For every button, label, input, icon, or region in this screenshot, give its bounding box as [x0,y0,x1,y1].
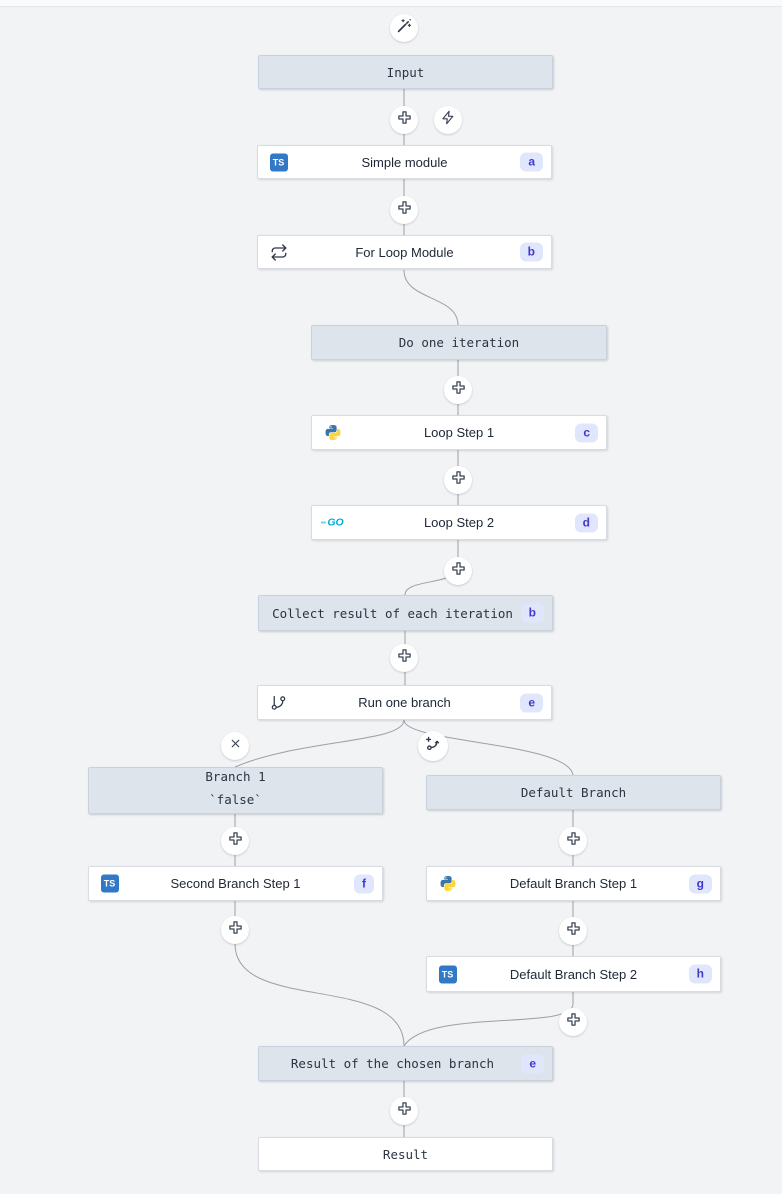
node-for-loop-module[interactable]: For Loop Module b [257,235,552,269]
add-branch-button[interactable] [418,731,448,761]
node-collect-result[interactable]: Collect result of each iteration b [258,595,553,631]
zap-icon [441,110,456,130]
plus-icon [396,1100,413,1122]
plus-icon [450,379,467,401]
add-step-button[interactable] [390,106,418,134]
step-id-badge: c [575,423,598,442]
branch-predicate: `false` [209,791,262,807]
python-icon [438,874,457,893]
node-second-branch-step-1[interactable]: TS Second Branch Step 1 f [88,866,383,901]
add-step-button[interactable] [559,1008,587,1036]
add-trigger-button[interactable] [434,106,462,134]
plus-icon [227,919,244,941]
plus-icon [396,647,413,669]
step-id-badge: h [688,964,712,984]
node-label: Default Branch Step 1 [509,876,638,891]
go-icon: GO [321,517,343,529]
node-label: Collect result of each iteration [272,605,513,621]
step-id-badge: d [574,513,598,532]
step-id-badge: b [519,242,543,262]
plus-icon [450,560,467,582]
python-icon [323,423,342,442]
ai-flow-builder-button[interactable] [390,14,418,42]
node-label: Simple module [361,154,448,170]
node-label: Result of the chosen branch [290,1056,495,1071]
node-simple-module[interactable]: TS Simple module a [257,145,552,179]
branch-add-icon [425,735,442,757]
node-label: Loop Step 2 [423,515,495,530]
add-step-button[interactable] [444,376,472,404]
node-label: Input [386,64,425,80]
node-loop-step-2[interactable]: GO Loop Step 2 d [311,505,607,540]
add-step-button[interactable] [390,644,418,672]
node-input[interactable]: Input [258,55,553,89]
branch-label: Default Branch [520,785,627,800]
node-label: Default Branch Step 2 [509,966,638,982]
step-id-badge: a [520,152,543,172]
repeat-icon [269,243,288,262]
node-label: Second Branch Step 1 [170,876,301,891]
node-default-branch[interactable]: Default Branch [426,775,721,810]
add-step-button[interactable] [444,466,472,494]
step-id-badge: e [521,1054,544,1073]
add-step-button[interactable] [444,557,472,585]
branch-label: Branch 1 [205,769,266,784]
plus-icon [450,469,467,491]
node-default-branch-step-1[interactable]: Default Branch Step 1 g [426,866,721,901]
top-divider [0,0,782,7]
add-step-button[interactable] [559,827,587,855]
plus-icon [565,830,582,852]
node-branch-1[interactable]: Branch 1 `false` [88,767,383,814]
node-default-branch-step-2[interactable]: TS Default Branch Step 2 h [426,956,721,992]
node-loop-step-1[interactable]: Loop Step 1 c [311,415,607,450]
node-label: Loop Step 1 [423,425,495,440]
add-step-button[interactable] [390,196,418,224]
node-run-one-branch[interactable]: Run one branch e [257,685,552,720]
node-label: Do one iteration [398,335,520,350]
node-label: Result [382,1146,429,1162]
node-do-one-iteration[interactable]: Do one iteration [311,325,607,360]
step-id-badge: e [520,693,543,712]
plus-icon [565,920,582,942]
remove-branch-button[interactable] [221,732,249,760]
node-result-of-chosen-branch[interactable]: Result of the chosen branch e [258,1046,553,1081]
node-label: For Loop Module [355,244,454,260]
node-label: Run one branch [358,695,451,710]
plus-icon [565,1011,582,1033]
typescript-icon: TS [438,965,457,983]
step-id-badge: b [520,603,544,623]
close-icon [229,737,242,755]
step-id-badge: f [354,874,374,893]
plus-icon [396,199,413,221]
step-id-badge: g [688,874,712,893]
typescript-icon: TS [100,874,119,893]
plus-icon [396,109,413,131]
add-step-button[interactable] [221,827,249,855]
plus-icon [227,830,244,852]
node-result[interactable]: Result [258,1137,553,1171]
typescript-icon: TS [269,153,288,171]
add-step-button[interactable] [221,916,249,944]
git-branch-icon [269,693,288,712]
wand-sparkles-icon [395,17,413,40]
add-step-button[interactable] [390,1097,418,1125]
add-step-button[interactable] [559,917,587,945]
